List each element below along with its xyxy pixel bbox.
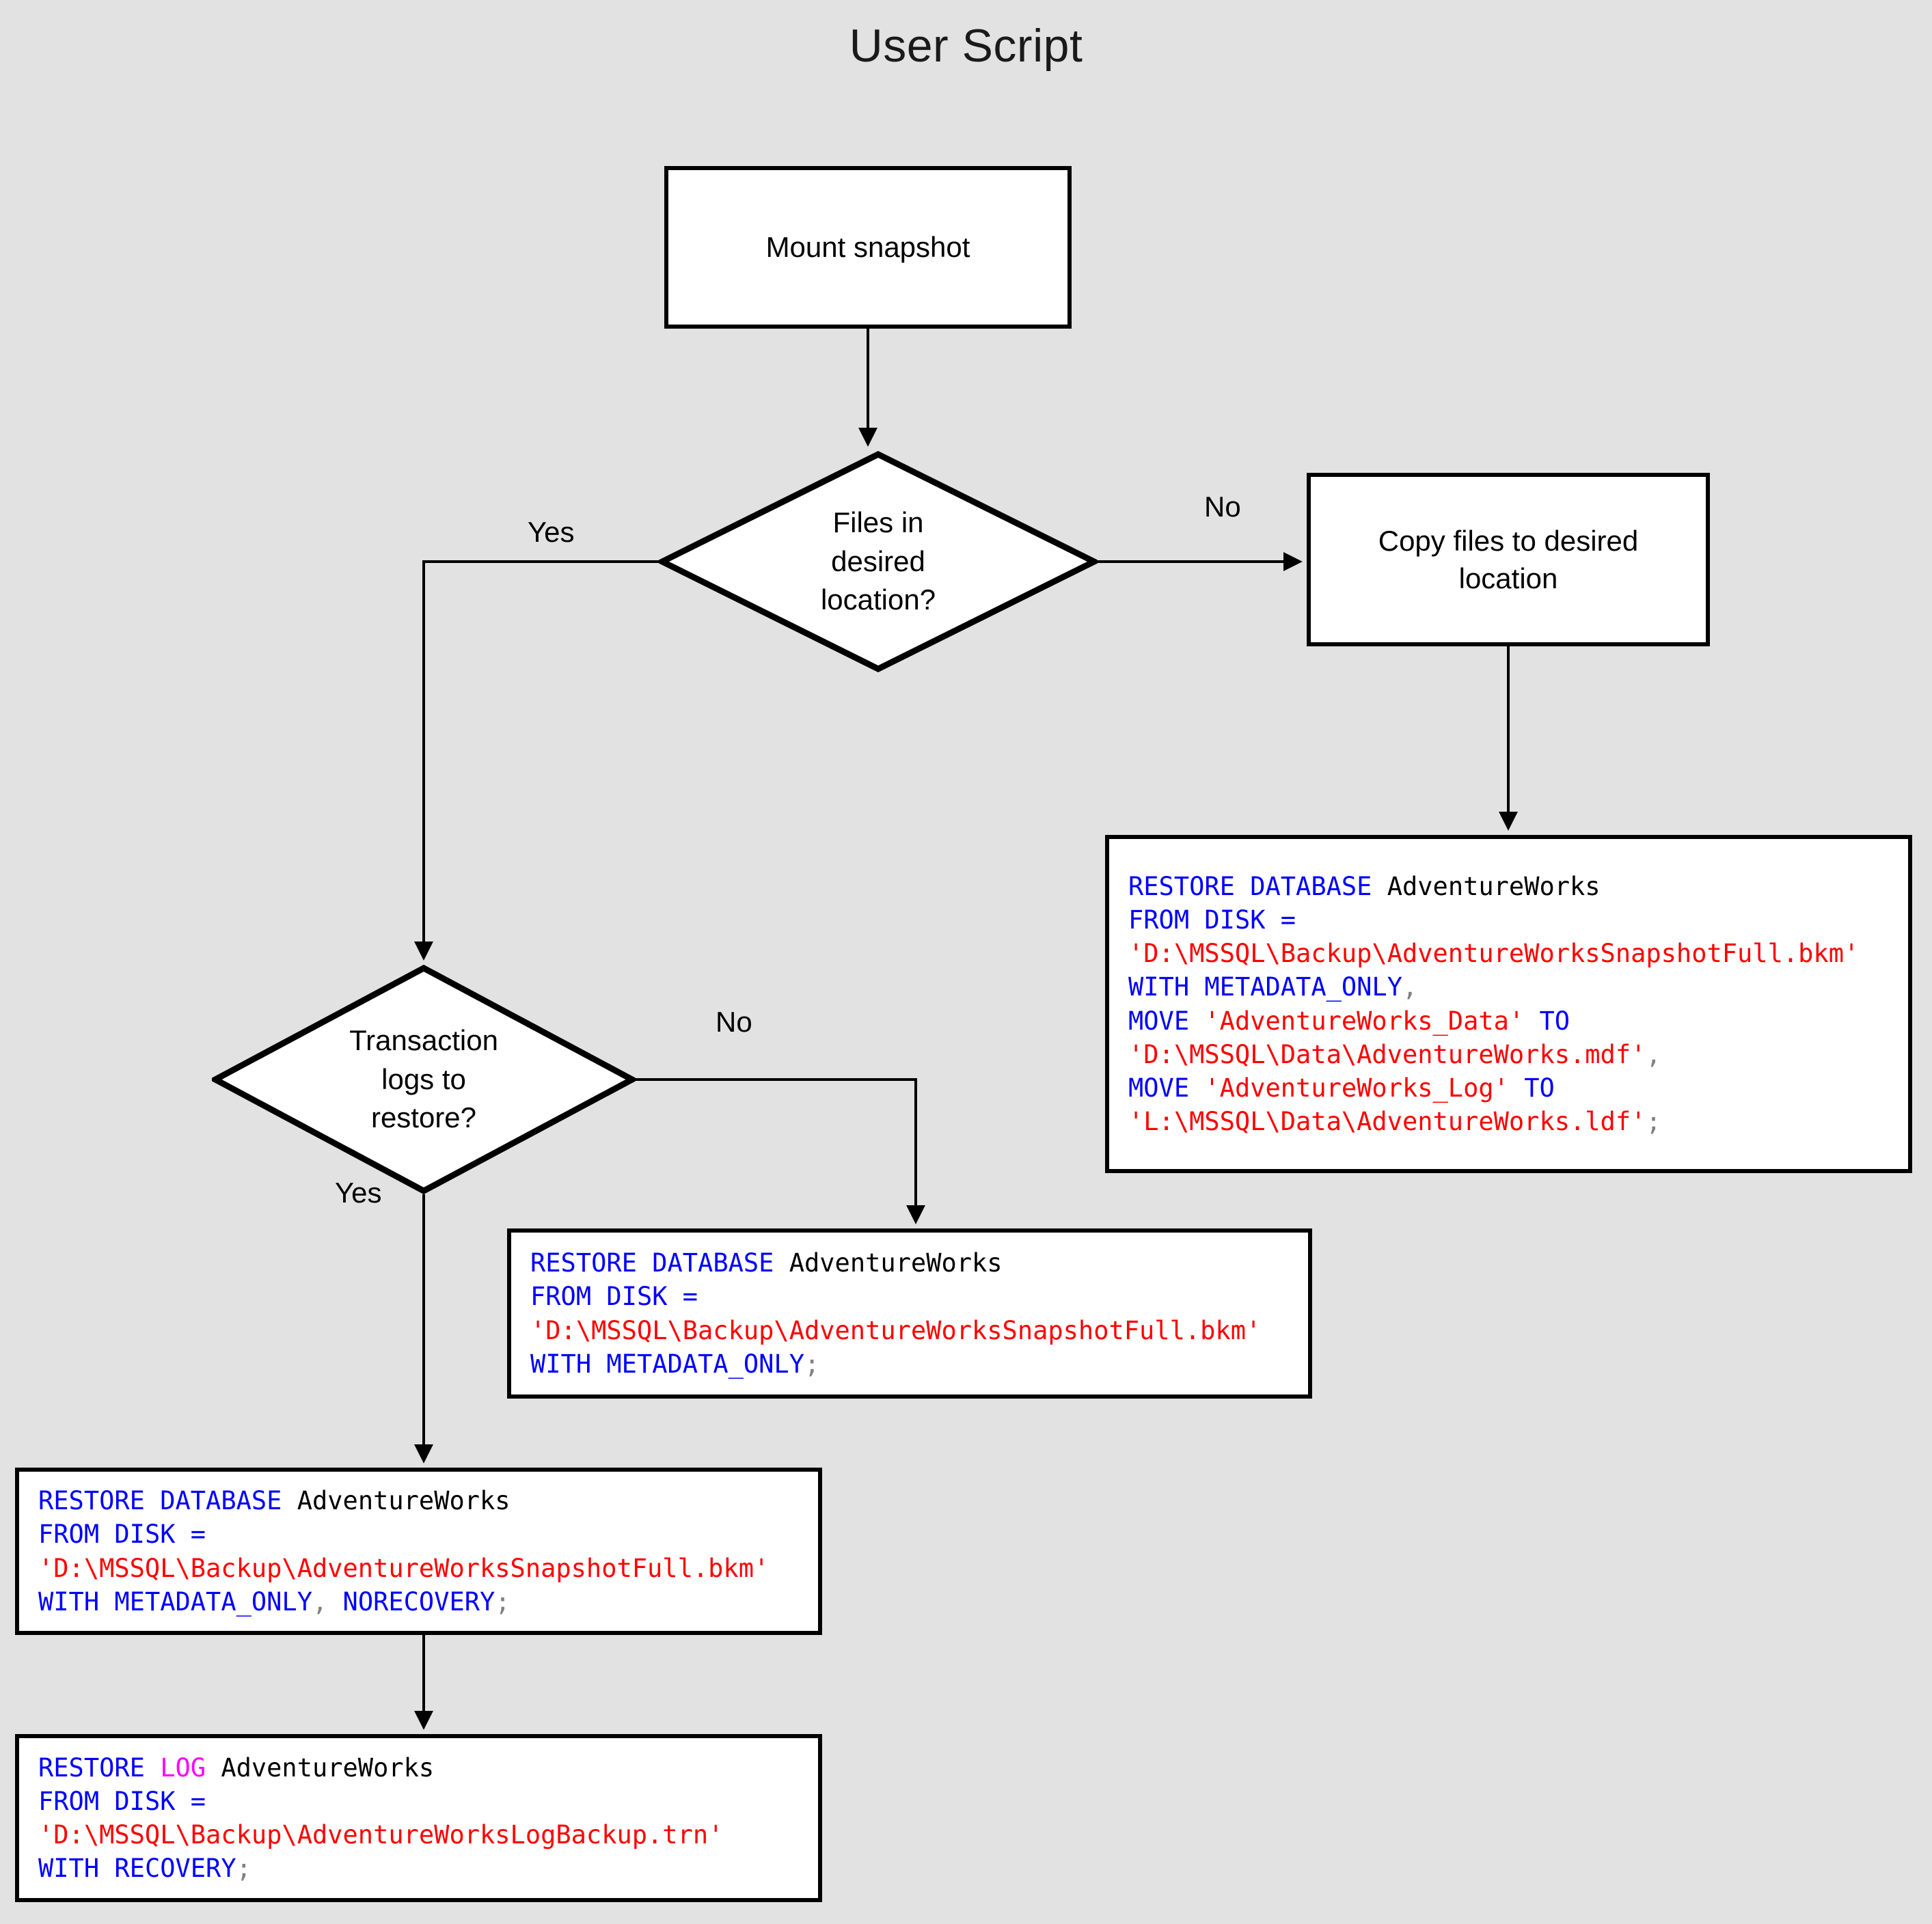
edge-label-files-yes: Yes: [528, 516, 575, 548]
node-copy-files-label: Copy files to desired location: [1378, 524, 1639, 594]
page-title: User Script: [849, 20, 1083, 72]
node-mount-snapshot[interactable]: Mount snapshot: [664, 166, 1072, 329]
edge-label-logs-yes: Yes: [335, 1177, 382, 1209]
node-files-in-desired-location-label: Files in desired location?: [820, 506, 936, 616]
code-block-restore-with-move-text: RESTORE DATABASE AdventureWorks FROM DIS…: [1128, 871, 1860, 1137]
code-block-restore-norecovery[interactable]: RESTORE DATABASE AdventureWorks FROM DIS…: [15, 1468, 822, 1635]
node-files-in-desired-location[interactable]: Files in desired location?: [659, 451, 1098, 672]
node-transaction-logs-to-restore[interactable]: Transaction logs to restore?: [212, 965, 636, 1194]
code-block-restore-metadata-only-text: RESTORE DATABASE AdventureWorks FROM DIS…: [530, 1248, 1262, 1379]
code-block-restore-norecovery-text: RESTORE DATABASE AdventureWorks FROM DIS…: [38, 1486, 770, 1617]
code-block-restore-with-move[interactable]: RESTORE DATABASE AdventureWorks FROM DIS…: [1105, 835, 1912, 1173]
node-mount-snapshot-label: Mount snapshot: [765, 231, 970, 264]
code-block-restore-log[interactable]: RESTORE LOG AdventureWorks FROM DISK = '…: [15, 1734, 822, 1902]
edge-logs-no-to-code-mid: [636, 1078, 925, 1224]
edge-label-logs-no: No: [716, 1006, 752, 1038]
diamond-shape-logs: [212, 965, 636, 1194]
node-transaction-logs-to-restore-label: Transaction logs to restore?: [349, 1023, 498, 1134]
node-copy-files[interactable]: Copy files to desired location: [1307, 473, 1710, 646]
code-block-restore-log-text: RESTORE LOG AdventureWorks FROM DISK = '…: [38, 1753, 724, 1884]
code-block-restore-metadata-only[interactable]: RESTORE DATABASE AdventureWorks FROM DIS…: [507, 1228, 1312, 1399]
edge-label-files-no: No: [1204, 491, 1241, 523]
edge-files-yes-to-logs: [414, 560, 659, 961]
diamond-shape-files: [659, 451, 1098, 672]
